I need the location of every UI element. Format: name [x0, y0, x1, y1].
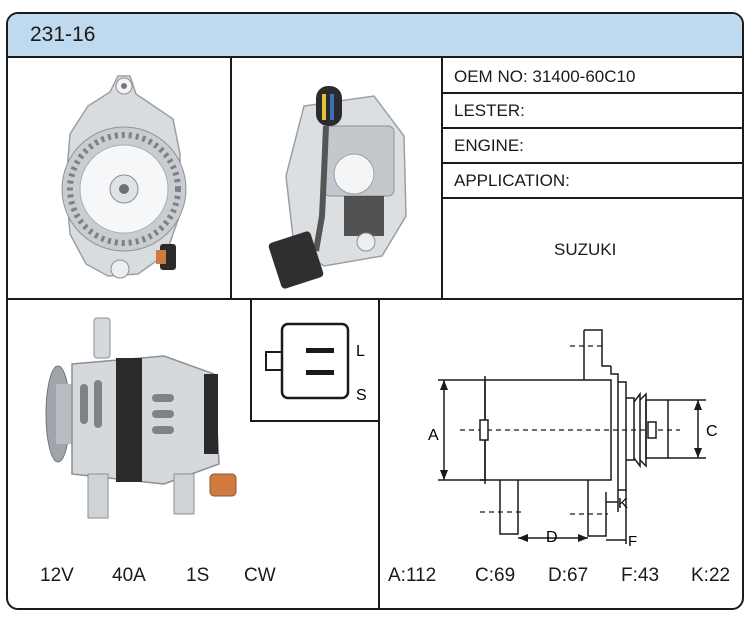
amperage-spec: 40A [112, 565, 146, 586]
dimension-a-value: A:112 [388, 565, 437, 586]
divider [441, 197, 742, 199]
divider [441, 162, 742, 164]
dimension-d-label: D [546, 529, 558, 546]
application-label: APPLICATION: [454, 171, 570, 190]
pin-s-label: S [356, 387, 367, 404]
oem-number: OEM NO: 31400-60C10 [454, 67, 636, 86]
application-value: SUZUKI [554, 240, 617, 259]
pin-l-label: L [356, 343, 365, 360]
alternator-rear-photo [268, 86, 407, 289]
dimension-f-label: F [628, 533, 637, 550]
divider [441, 92, 742, 94]
dimension-c-value: C:69 [475, 565, 516, 586]
dimension-a-label: A [428, 427, 439, 444]
divider [230, 58, 232, 300]
lester-label: LESTER: [454, 101, 525, 120]
alternator-side-photo [45, 317, 237, 519]
dimension-drawing: A C D K F [428, 329, 718, 550]
slot-spec: 1S [186, 565, 210, 586]
model-number: 231-16 [30, 23, 96, 46]
divider [441, 58, 443, 300]
dimension-k-value: K:22 [691, 565, 731, 586]
engine-label: ENGINE: [454, 136, 524, 155]
rotation-spec: CW [244, 565, 276, 586]
dimension-d-value: D:67 [548, 565, 589, 586]
divider [441, 127, 742, 129]
spec-sheet: 231-16 OEM NO: 31400-60C10 LESTER: ENGIN… [6, 12, 744, 610]
divider [250, 300, 252, 422]
header-bar: 231-16 [8, 14, 742, 58]
dimension-k-label: K [618, 495, 628, 512]
connector-diagram: L S [265, 322, 367, 404]
divider [378, 300, 380, 608]
dimension-c-label: C [706, 423, 718, 440]
dimension-f-value: F:43 [621, 565, 660, 586]
alternator-front-photo [61, 75, 187, 279]
divider [8, 298, 742, 300]
voltage-spec: 12V [40, 565, 74, 586]
divider [250, 420, 380, 422]
